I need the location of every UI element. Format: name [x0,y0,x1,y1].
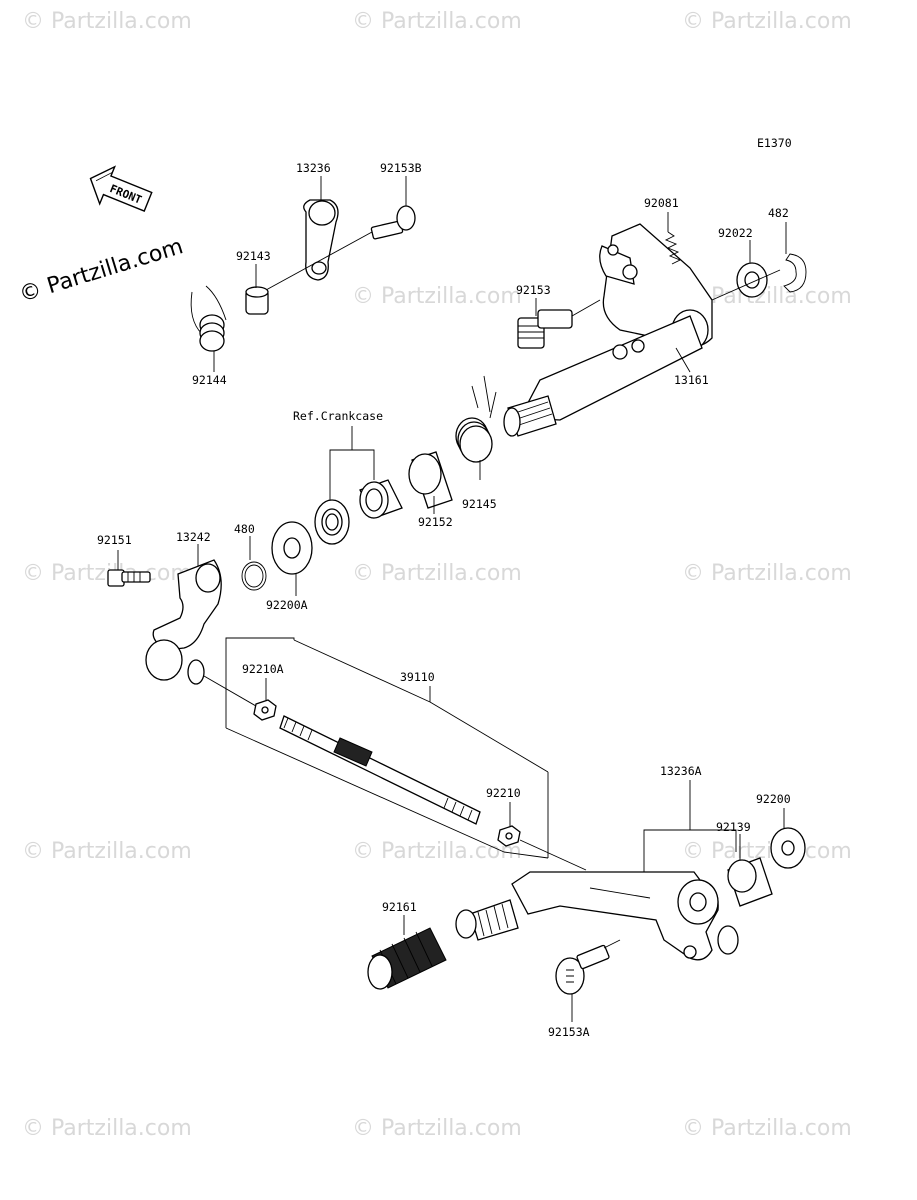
watermark-text: © Partzilla.com [352,1116,522,1141]
bracket-39110 [225,637,549,859]
part-92081-spring [664,231,682,265]
label-39110: 39110 [400,670,435,684]
part-482-circlip [783,253,807,293]
part-92210-nut [497,825,521,847]
label-92139: 92139 [716,820,751,834]
brand-logo-text: © Partzilla.com [16,234,186,308]
part-92152-bushing [408,451,453,509]
label-92143: 92143 [236,249,271,263]
label-92153B: 92153B [380,161,422,175]
watermark-text: © Partzilla.com [22,839,192,864]
label-92210A: 92210A [242,662,284,676]
watermark-text: © Partzilla.com [682,9,852,34]
label-13161: 13161 [674,373,709,387]
watermark-text: © Partzilla.com [352,9,522,34]
watermark-text: © Partzilla.com [682,1116,852,1141]
part-13236A-shift-pedal [455,871,739,961]
label-92081: 92081 [644,196,679,210]
part-13161-shift-shaft [503,223,713,437]
part-480-circlip [241,561,267,591]
part-92153B-bolt [370,205,416,240]
part-92200A-washer [271,521,313,575]
label-92161: 92161 [382,900,417,914]
label-13236: 13236 [296,161,331,175]
reference-label: Ref.Crankcase [293,409,383,423]
label-92210: 92210 [486,786,521,800]
part-bearing [314,499,350,545]
part-92143-collar [245,286,269,315]
diagram-code: E1370 [757,136,792,150]
part-13236-arm [303,199,339,281]
part-92153-bolt [517,309,573,349]
part-92161-footpeg-rubber [367,927,447,990]
part-92139-collar [727,857,773,907]
label-92151: 92151 [97,533,132,547]
label-92022: 92022 [718,226,753,240]
watermark-text: © Partzilla.com [682,839,852,864]
part-92145-spring [455,375,497,463]
watermark-text: © Partzilla.com [682,561,852,586]
front-arrow-icon: FRONT [89,165,153,212]
part-92210A-nut [253,699,277,721]
part-92200-washer [770,827,806,869]
label-480: 480 [234,522,255,536]
label-92152: 92152 [418,515,453,529]
watermark-text: © Partzilla.com [352,561,522,586]
part-39110-tie-rod [279,715,481,825]
label-92144: 92144 [192,373,227,387]
part-needle-bearing [359,479,403,519]
label-92153: 92153 [516,283,551,297]
part-92153A-bolt [555,939,621,995]
label-92200A: 92200A [266,598,308,612]
watermark-text: © Partzilla.com [352,839,522,864]
watermark-text: © Partzilla.com [22,9,192,34]
label-13236A: 13236A [660,764,702,778]
part-92022-washer [736,262,768,298]
bracket-13236A [643,780,737,884]
label-92145: 92145 [462,497,497,511]
label-92153A: 92153A [548,1025,590,1039]
part-92144-spring [190,285,227,352]
reference-bracket [329,426,375,500]
watermark-text: © Partzilla.com [352,284,522,309]
part-13242-shift-lever [145,559,222,685]
part-92151-bolt [107,569,151,587]
label-482: 482 [768,206,789,220]
label-92200: 92200 [756,792,791,806]
label-13242: 13242 [176,530,211,544]
watermark-text: © Partzilla.com [22,1116,192,1141]
watermark-text: © Partzilla.com [22,561,192,586]
